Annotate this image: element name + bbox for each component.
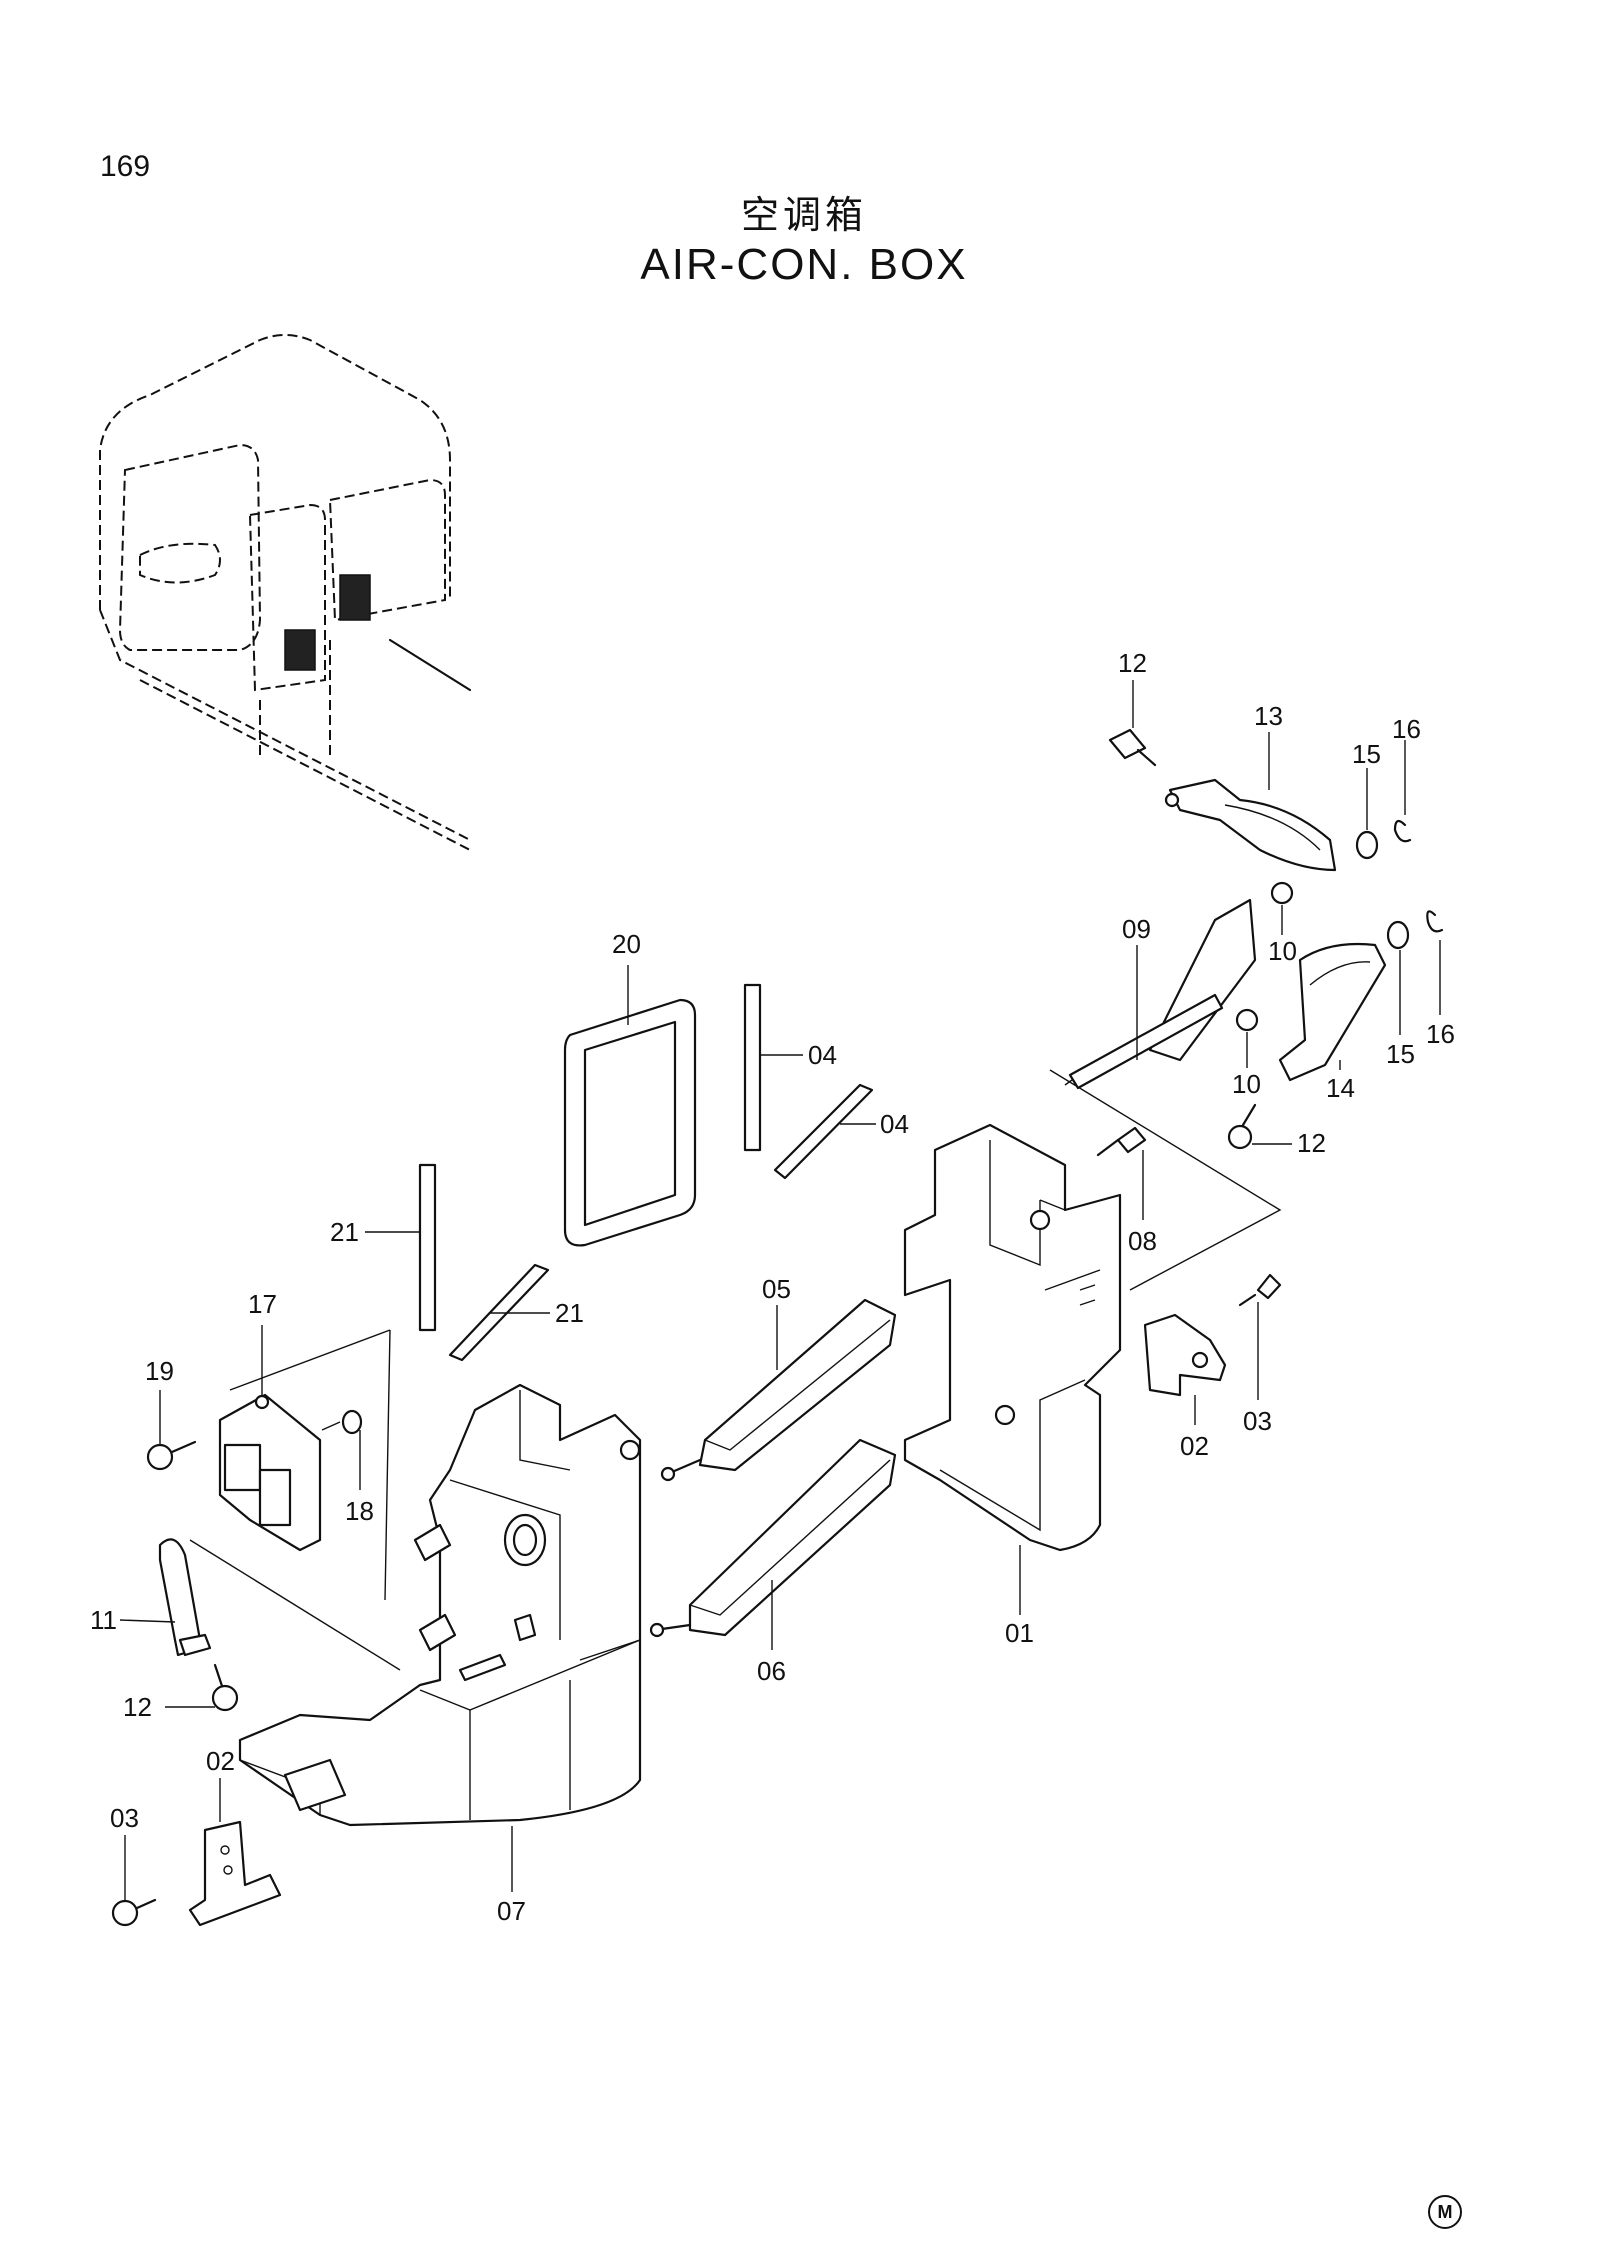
part-13-lever	[1164, 778, 1337, 872]
part-21-seals	[418, 1163, 550, 1362]
callout-labels: 12 13 15 16 09 10 16 15 10 14 12 20 04 0…	[90, 648, 1455, 1926]
callout-10: 10	[1232, 1069, 1261, 1099]
part-19-screw	[146, 1440, 197, 1471]
part-20-gasket	[563, 998, 697, 1247]
part-18-bushing	[321, 1409, 363, 1435]
part-11-bracket	[158, 1538, 212, 1657]
callout-21: 21	[555, 1298, 584, 1328]
callout-20: 20	[612, 929, 641, 959]
callout-06: 06	[757, 1656, 786, 1686]
callout-05: 05	[762, 1274, 791, 1304]
part-12-screw-right	[1227, 1103, 1257, 1150]
cab-inset-illustration	[99, 334, 472, 851]
corner-mark: M	[1428, 2195, 1462, 2229]
callout-16: 16	[1392, 714, 1421, 744]
callout-03: 03	[1243, 1406, 1272, 1436]
part-16-clips	[1393, 819, 1444, 933]
callout-12: 12	[1118, 648, 1147, 678]
part-06-filter	[649, 1438, 897, 1638]
part-03-screw-right	[1238, 1273, 1282, 1307]
callout-02: 02	[206, 1746, 235, 1776]
callout-13: 13	[1254, 701, 1283, 731]
callout-16: 16	[1426, 1019, 1455, 1049]
title-english: AIR-CON. BOX	[640, 240, 968, 289]
callout-14: 14	[1326, 1073, 1355, 1103]
part-04-seals	[743, 983, 874, 1180]
part-12-screw-top	[1108, 728, 1157, 767]
part-05-filter	[660, 1298, 897, 1482]
callout-19: 19	[145, 1356, 174, 1386]
callout-15: 15	[1352, 739, 1381, 769]
part-01-housing	[903, 1123, 1122, 1552]
callout-03: 03	[110, 1803, 139, 1833]
part-15-washers	[1355, 830, 1410, 950]
callout-12: 12	[123, 1692, 152, 1722]
callout-12: 12	[1297, 1128, 1326, 1158]
callout-01: 01	[1005, 1618, 1034, 1648]
part-09-bracket-rod	[1064, 898, 1257, 1090]
callout-18: 18	[345, 1496, 374, 1526]
callout-21: 21	[330, 1217, 359, 1247]
callout-10: 10	[1268, 936, 1297, 966]
page-number: 169	[100, 150, 151, 183]
part-17-motor	[218, 1393, 322, 1552]
part-02-bracket-left	[188, 1820, 282, 1927]
callout-04: 04	[880, 1109, 909, 1139]
callout-09: 09	[1122, 914, 1151, 944]
callout-leaders	[119, 680, 1441, 1900]
callout-04: 04	[808, 1040, 837, 1070]
callout-11: 11	[90, 1605, 117, 1635]
part-02-bracket-right	[1143, 1313, 1227, 1397]
callout-15: 15	[1386, 1039, 1415, 1069]
part-03-screw-left	[111, 1898, 157, 1927]
part-12-screw-left	[211, 1663, 239, 1712]
part-08-screw	[1096, 1126, 1147, 1157]
callout-02: 02	[1180, 1431, 1209, 1461]
part-07-housing	[238, 1383, 642, 1827]
callout-08: 08	[1128, 1226, 1157, 1256]
callout-17: 17	[248, 1289, 277, 1319]
assembly-leader-lines	[189, 1069, 1282, 1671]
title-chinese: 空调箱	[740, 193, 867, 237]
part-10-bushings	[1235, 881, 1294, 1032]
part-14-lever	[1278, 942, 1387, 1082]
callout-07: 07	[497, 1896, 526, 1926]
